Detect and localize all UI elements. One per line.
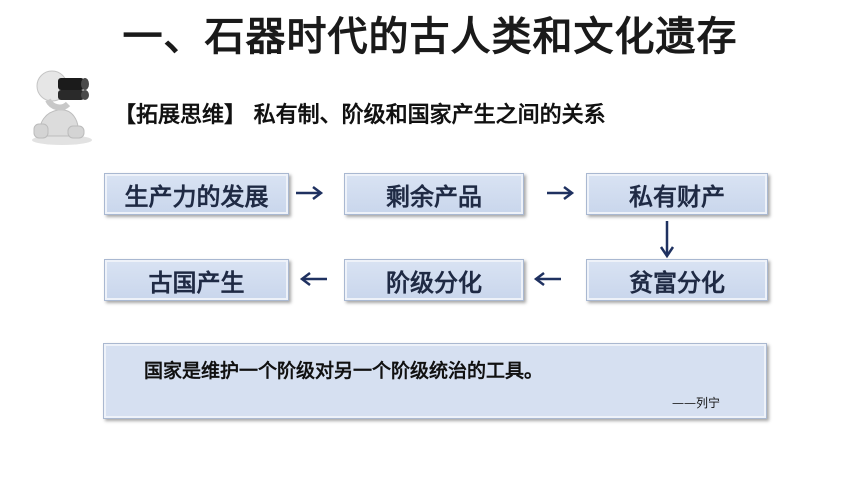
node-wealth-gap: 贫富分化 xyxy=(586,259,768,301)
quote-text: 国家是维护一个阶级对另一个阶级统治的工具。 xyxy=(144,360,544,382)
node-ancient-state: 古国产生 xyxy=(104,259,289,301)
node-private-property: 私有财产 xyxy=(586,173,768,215)
arrow-left-icon xyxy=(299,272,327,286)
arrow-right-icon xyxy=(296,186,324,200)
page-title: 一、石器时代的古人类和文化遗存 xyxy=(122,14,738,60)
node-surplus: 剩余产品 xyxy=(344,173,524,215)
arrow-right-icon xyxy=(547,186,575,200)
node-productivity: 生产力的发展 xyxy=(104,173,289,215)
arrow-left-icon xyxy=(533,272,561,286)
node-class-division: 阶级分化 xyxy=(344,259,524,301)
quote-box: 国家是维护一个阶级对另一个阶级统治的工具。 ——列宁 xyxy=(103,343,767,419)
arrow-down-icon xyxy=(659,221,675,259)
quote-attribution: ——列宁 xyxy=(671,396,720,410)
binocular-figure-icon xyxy=(32,70,92,145)
section-subtitle: 【拓展思维】 私有制、阶级和国家产生之间的关系 xyxy=(114,103,606,128)
